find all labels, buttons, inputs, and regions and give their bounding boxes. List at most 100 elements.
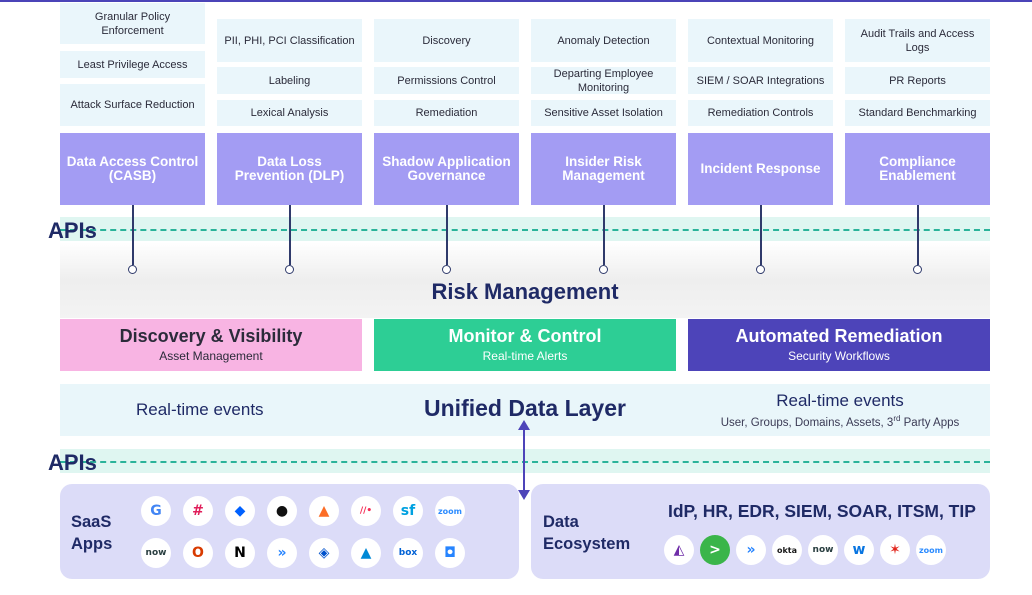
jira-icon: » <box>736 535 766 565</box>
apis-dashed-line-top <box>60 229 990 231</box>
zoom-icon: zoom <box>435 496 465 526</box>
capability-box: Data Access Control (CASB) <box>60 133 205 205</box>
icon-glyph: » <box>746 542 756 558</box>
feature-box: Contextual Monitoring <box>688 19 833 62</box>
unified-data-layer-title: Unified Data Layer <box>424 395 626 421</box>
icon-glyph: ▲ <box>318 503 330 519</box>
icon-glyph: G <box>150 503 162 519</box>
icon-glyph: okta <box>776 545 798 555</box>
data-ecosystem-panel <box>531 484 990 579</box>
capability-box: Shadow Application Governance <box>374 133 519 205</box>
icon-glyph: ▲ <box>360 545 372 561</box>
apis-label-bottom: APIs <box>48 450 97 475</box>
azure-icon: ▲ <box>351 538 381 568</box>
capability-box: Incident Response <box>688 133 833 205</box>
feature-box: Discovery <box>374 19 519 62</box>
notion-icon: N <box>225 538 255 568</box>
feature-box: Lexical Analysis <box>217 100 362 126</box>
github-icon: ● <box>267 496 297 526</box>
icon-glyph: zoom <box>438 506 462 516</box>
icon-glyph: box <box>398 548 418 558</box>
unified-right-events: Real-time events <box>776 391 904 410</box>
feature-box: Labeling <box>217 67 362 94</box>
feature-box: PII, PHI, PCI Classification <box>217 19 362 62</box>
feature-box: Remediation <box>374 100 519 126</box>
salesforce-icon: sf <box>393 496 423 526</box>
feature-box: Granular Policy Enforcement <box>60 3 205 44</box>
feature-box: Permissions Control <box>374 67 519 94</box>
capability-box: Compliance Enablement <box>845 133 990 205</box>
pillar-subtitle: Real-time Alerts <box>482 349 568 363</box>
connector-stem <box>131 205 134 265</box>
powershell-icon: > <box>700 535 730 565</box>
icon-glyph: ◘ <box>444 545 456 561</box>
feature-box: Audit Trails and Access Logs <box>845 19 990 62</box>
feature-box: Attack Surface Reduction <box>60 84 205 126</box>
unified-left-events: Real-time events <box>136 400 264 419</box>
feature-box: Least Privilege Access <box>60 51 205 78</box>
icon-glyph: ✶ <box>889 542 901 558</box>
bidirectional-arrow <box>518 420 530 500</box>
feature-box: Remediation Controls <box>688 100 833 126</box>
sources-text: User, Groups, Domains, Assets, 3 <box>720 416 894 429</box>
unified-right-sources: User, Groups, Domains, Assets, 3rd Party… <box>690 414 990 429</box>
pillar-title: Automated Remediation <box>735 326 943 346</box>
sources-text-end: Party Apps <box>900 416 960 429</box>
connector-node <box>442 265 451 274</box>
feature-box: SIEM / SOAR Integrations <box>688 67 833 94</box>
connector-node <box>285 265 294 274</box>
crowdstrike-icon: ✶ <box>880 535 910 565</box>
jira-icon: » <box>267 538 297 568</box>
monday-icon: //• <box>351 496 381 526</box>
connector-node <box>756 265 765 274</box>
connector-node <box>128 265 137 274</box>
connector-stem <box>602 205 605 265</box>
zoom-icon: zoom <box>916 535 946 565</box>
data-ecosystem-title: IdP, HR, EDR, SIEM, SOAR, ITSM, TIP <box>668 501 976 521</box>
top-accent-line <box>0 0 1032 2</box>
gitlab-icon: ▲ <box>309 496 339 526</box>
connector-stem <box>916 205 919 265</box>
icon-glyph: # <box>192 503 204 519</box>
box-icon: box <box>393 538 423 568</box>
connector-node <box>599 265 608 274</box>
connector-node <box>913 265 922 274</box>
saas-apps-label: SaaS Apps <box>71 513 113 553</box>
servicenow-icon: now <box>808 535 838 565</box>
pillar-subtitle: Asset Management <box>159 349 263 363</box>
connector-stem <box>445 205 448 265</box>
feature-box: Departing Employee Monitoring <box>531 67 676 94</box>
icon-glyph: ◈ <box>318 545 330 561</box>
icon-glyph: > <box>709 542 721 558</box>
risk-management-title: Risk Management <box>431 279 619 304</box>
bitbucket-icon: ◘ <box>435 538 465 568</box>
feature-box: Sensitive Asset Isolation <box>531 100 676 126</box>
icon-glyph: now <box>812 545 834 555</box>
icon-glyph: O <box>192 545 204 561</box>
icon-glyph: sf <box>400 503 416 519</box>
icon-glyph: now <box>145 548 167 558</box>
servicenow-icon: now <box>141 538 171 568</box>
slack-icon: # <box>183 496 213 526</box>
capability-box: Data Loss Prevention (DLP) <box>217 133 362 205</box>
icon-glyph: ◭ <box>673 542 685 558</box>
workday-icon: w <box>844 535 874 565</box>
pillar-title: Discovery & Visibility <box>119 326 303 346</box>
feature-box: PR Reports <box>845 67 990 94</box>
confluence-icon: ◈ <box>309 538 339 568</box>
data-ecosystem-label: Data Ecosystem <box>543 513 631 553</box>
pillar-title: Monitor & Control <box>448 326 602 346</box>
icon-glyph: zoom <box>919 545 943 555</box>
dropbox-icon: ◆ <box>225 496 255 526</box>
risk-management-band <box>60 242 990 318</box>
feature-box: Anomaly Detection <box>531 19 676 62</box>
connector-stem <box>288 205 291 265</box>
icon-glyph: //• <box>359 506 373 516</box>
google-icon: G <box>141 496 171 526</box>
pillar-subtitle: Security Workflows <box>788 349 890 363</box>
capability-box: Insider Risk Management <box>531 133 676 205</box>
icon-glyph: N <box>234 545 246 561</box>
